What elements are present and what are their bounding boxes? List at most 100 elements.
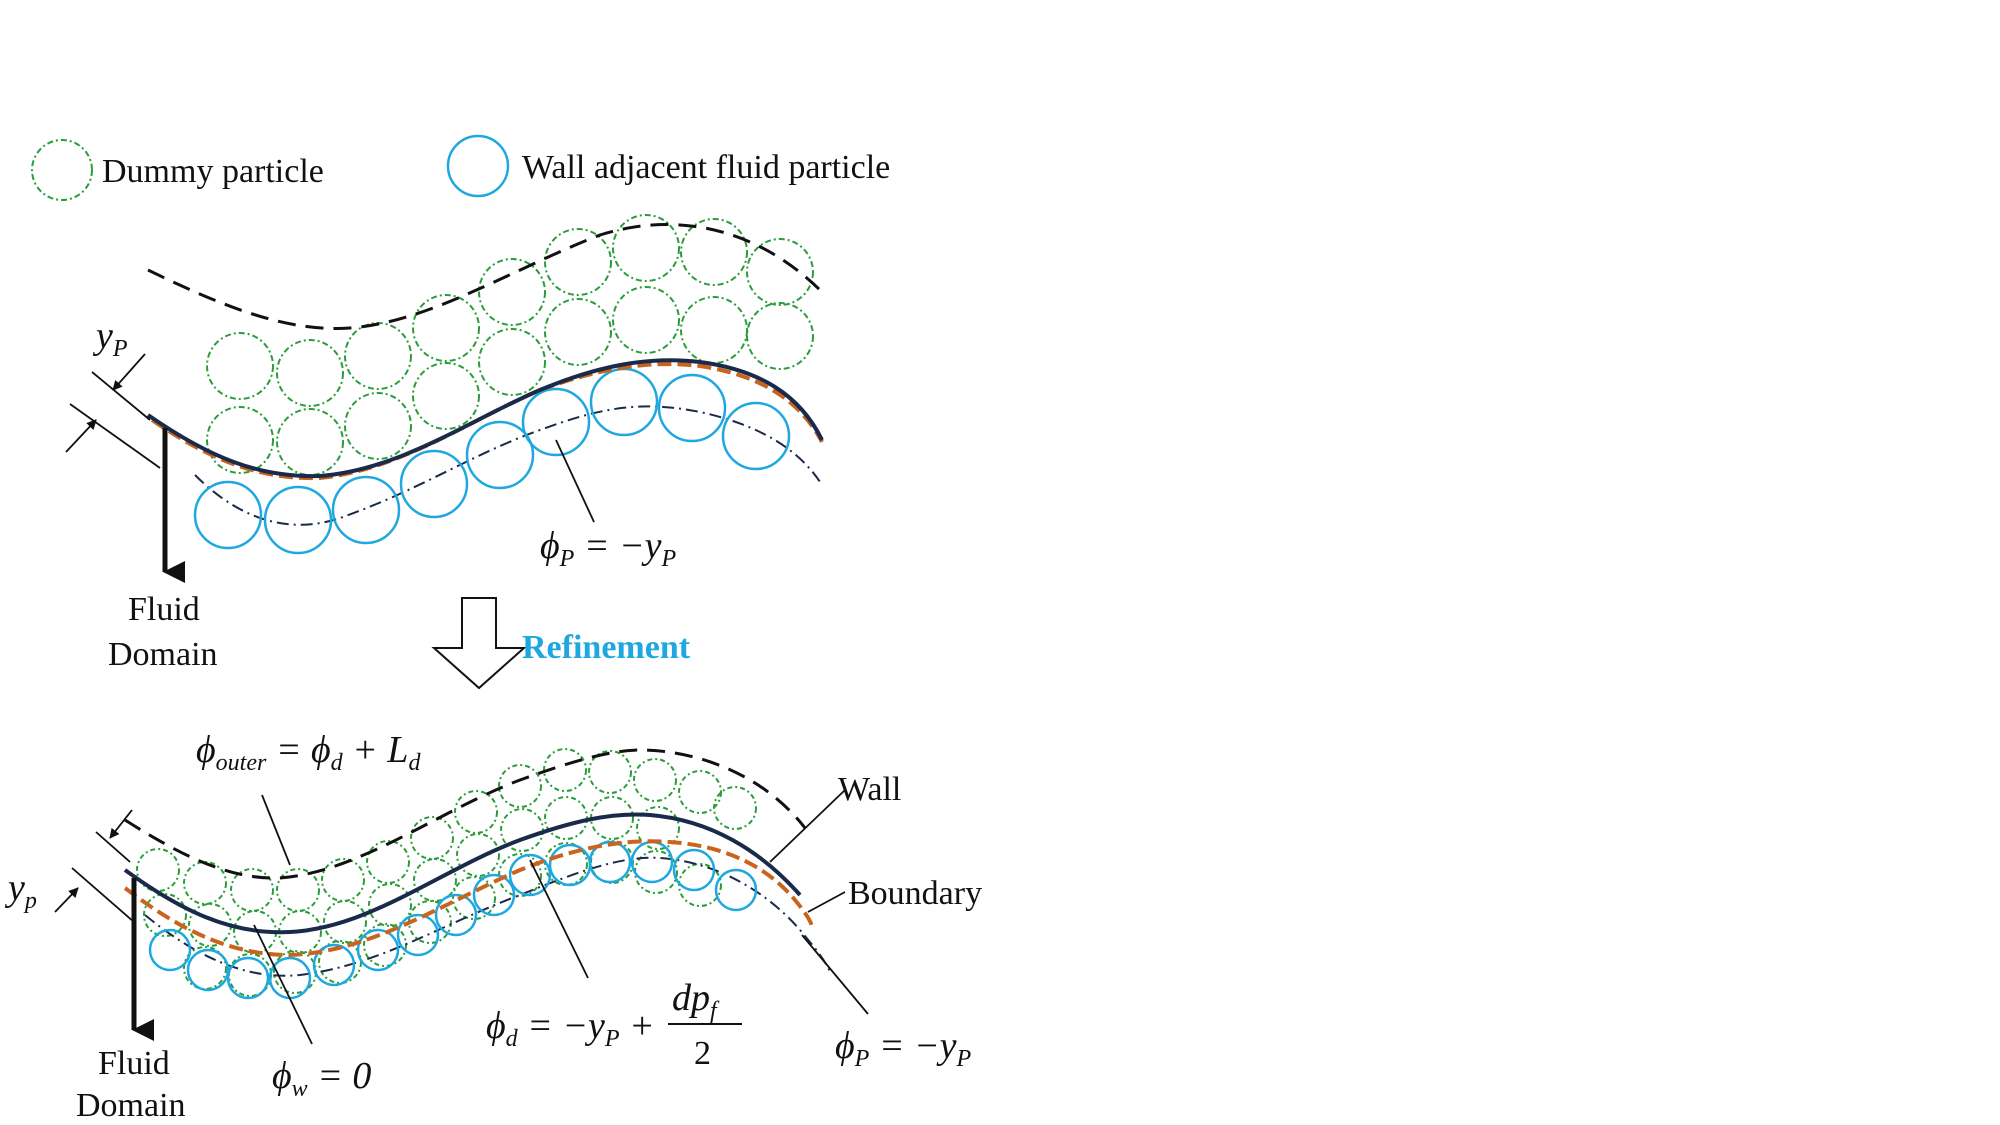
fluid-particle — [268, 956, 312, 1000]
fluid-particle — [186, 948, 230, 992]
bottom-wall-line — [123, 812, 802, 935]
top-fluid-particles — [193, 367, 791, 555]
dummy-particle — [344, 392, 412, 460]
dummy-particle — [478, 328, 546, 396]
top-panel: yP Fluid Domain ϕP = −yP — [65, 214, 824, 673]
fluid-particle — [508, 853, 552, 897]
dummy-particle — [143, 893, 187, 937]
dummy-particle — [633, 758, 677, 802]
legend-dummy-label: Dummy particle — [102, 153, 324, 190]
dummy-particle — [276, 408, 344, 476]
top-phiP-leader — [555, 439, 595, 523]
phi-outer-equation: ϕouter = ϕd + Ld — [196, 729, 421, 776]
fluid-particle — [630, 840, 674, 884]
top-yP-arrow-upper — [112, 353, 146, 391]
bottom-outer-dashed-line — [124, 748, 807, 880]
bottom-yp-arrow-lower — [54, 887, 79, 913]
phi-P-bottom-equation: ϕP = −yP — [835, 1025, 972, 1072]
dummy-particle — [183, 946, 227, 990]
dummy-particle — [746, 238, 814, 306]
fluid-particle — [356, 928, 400, 972]
dummy-particle — [323, 900, 367, 944]
fluid-particle — [396, 913, 440, 957]
top-outer-dashed-line — [147, 223, 824, 330]
fluid-particle — [148, 928, 192, 972]
dummy-particle — [544, 842, 588, 886]
phi-w-leader — [253, 924, 313, 1045]
dummy-particle — [500, 808, 544, 852]
fluid-particle — [434, 893, 478, 937]
fluid-particle — [312, 943, 356, 987]
fluid-particle — [657, 373, 727, 443]
dummy-particle — [206, 332, 274, 400]
top-fluid-domain-label-line1: Fluid — [128, 591, 200, 628]
bottom-yp-extension-outer — [95, 831, 131, 863]
dummy-particle — [746, 302, 814, 370]
bottom-panel: yp Fluid Domain ϕouter = ϕd + Ld Wall Bo… — [4, 729, 982, 1124]
dummy-particle — [368, 883, 412, 927]
fluid-particle — [521, 387, 591, 457]
fluid-particle — [263, 485, 333, 555]
dummy-particle — [636, 806, 680, 850]
top-dashdot-line — [194, 405, 823, 526]
dummy-particle — [412, 294, 480, 362]
dummy-particle — [413, 858, 457, 902]
phi-d-denominator: 2 — [694, 1035, 711, 1072]
dummy-particle — [412, 362, 480, 430]
dummy-particle — [230, 868, 274, 912]
dummy-particle — [498, 764, 542, 808]
dummy-particle — [276, 339, 344, 407]
dummy-particle — [454, 790, 498, 834]
bottom-dashdot-line — [144, 856, 831, 977]
legend: Dummy particle Wall adjacent fluid parti… — [31, 134, 890, 201]
dummy-particle — [544, 796, 588, 840]
bottom-boundary-line — [123, 839, 814, 958]
fluid-particle — [226, 956, 270, 1000]
fluid-particle — [399, 449, 469, 519]
phi-P-bottom-leader — [801, 934, 869, 1015]
dummy-particle — [544, 298, 612, 366]
dummy-particle — [321, 858, 365, 902]
fluid-particle — [672, 848, 716, 892]
dummy-particle — [544, 228, 612, 296]
dummy-particle — [680, 218, 748, 286]
refinement-arrow-icon — [431, 597, 527, 690]
boundary-leader — [807, 891, 846, 913]
fluid-particle — [465, 420, 535, 490]
refinement-step: Refinement — [431, 597, 691, 690]
boundary-label: Boundary — [848, 875, 982, 912]
legend-dummy-particle-icon — [31, 139, 93, 201]
dummy-particle — [588, 750, 632, 794]
dummy-particle — [612, 286, 680, 354]
top-wall-line — [146, 358, 824, 479]
dummy-particle — [678, 770, 722, 814]
bottom-fluid-domain-label-line2: Domain — [76, 1087, 186, 1124]
wall-label: Wall — [838, 771, 901, 808]
bottom-fluid-domain-label-line1: Fluid — [98, 1045, 170, 1082]
dummy-particle — [206, 406, 274, 474]
dummy-particle — [136, 848, 180, 892]
top-yP-extension-outer — [91, 371, 151, 421]
top-dummy-particles — [206, 214, 814, 476]
dummy-particle — [713, 786, 757, 830]
fluid-particle — [193, 480, 263, 550]
dummy-particle — [410, 816, 454, 860]
dummy-particle — [452, 876, 496, 920]
fluid-particle — [721, 401, 791, 471]
phi-d-equation: ϕd = −yP + — [486, 1005, 655, 1052]
fluid-particle — [589, 367, 659, 437]
fluid-particle — [714, 868, 758, 912]
dummy-particle — [276, 868, 320, 912]
top-yP-label: yP — [92, 315, 128, 362]
wall-leader — [769, 789, 846, 863]
dummy-particle — [183, 861, 227, 905]
legend-fluid-particle-icon — [446, 134, 510, 198]
fluid-particle — [588, 840, 632, 884]
dummy-particle — [612, 214, 680, 282]
dummy-particle — [543, 748, 587, 792]
phi-d-leader — [529, 859, 589, 979]
bottom-yp-label: yp — [4, 867, 37, 914]
dummy-particle — [344, 322, 412, 390]
fluid-particle — [472, 873, 516, 917]
